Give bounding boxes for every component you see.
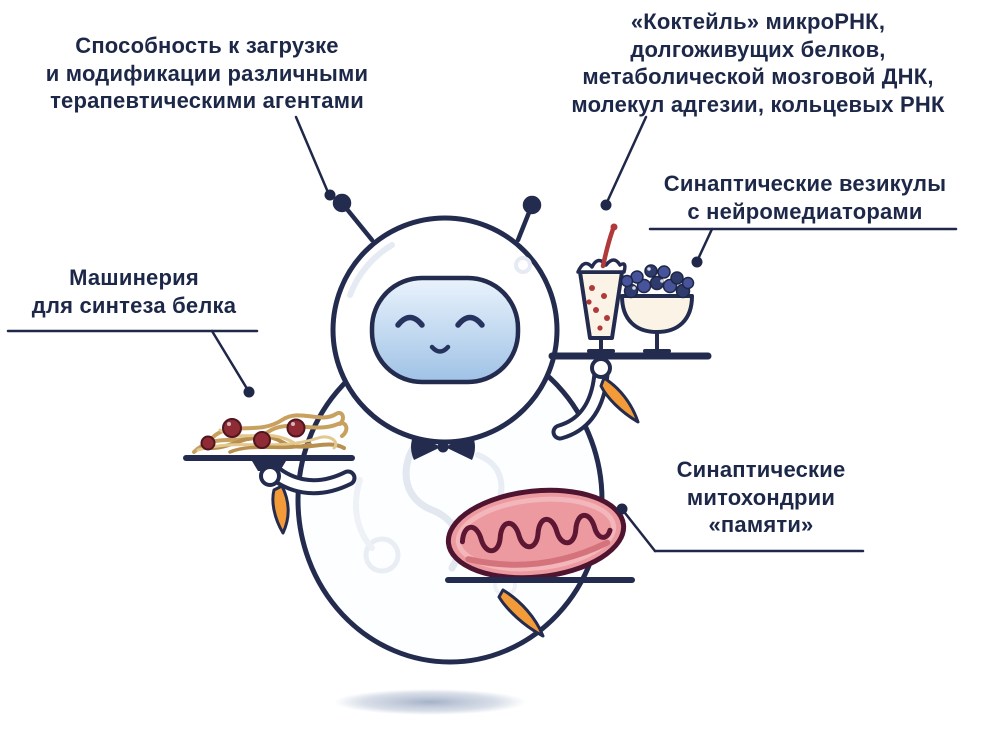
callout-memory-mitochondria-label: Синаптические митохондрии «памяти» (650, 456, 872, 539)
face (395, 314, 485, 354)
orange-fins (271, 376, 640, 638)
dot-therapeutic (324, 189, 336, 201)
cocktail-sprinkles (586, 285, 610, 331)
spaghetti-plate-icon (183, 411, 355, 487)
callout-line-text: Синаптические (676, 457, 846, 482)
connector-therapeutic (294, 115, 329, 192)
callout-synaptic-vesicles-label: Синаптические везикулы с нейромедиаторам… (642, 170, 968, 225)
antennae (332, 193, 542, 243)
connector-vesicles (697, 227, 714, 259)
callout-line-text: Способность к загрузке (75, 33, 339, 58)
callout-line-text: долгоживущих белков, (630, 36, 886, 62)
right-hand-glove (590, 357, 612, 379)
vesicle-berries (620, 264, 695, 299)
cocktail-glass-icon (576, 223, 627, 353)
fin-right-icon (599, 376, 640, 424)
robot-right-arm (551, 365, 610, 441)
left-eye-icon (395, 314, 425, 328)
berry-highlights (632, 267, 664, 290)
callout-line-text: Машинерия (69, 265, 199, 290)
callout-line-text: с нейромедиаторами (687, 198, 923, 224)
callout-dots (243, 189, 703, 515)
callout-line-text: молекул адгезии, кольцевых РНК (571, 92, 945, 118)
robot-head (330, 193, 560, 445)
fin-bottom-icon (497, 588, 545, 638)
floor-shadow (334, 689, 526, 715)
smile-icon (429, 344, 451, 354)
callout-line-text: Синаптические везикулы (663, 171, 947, 196)
callout-line-text: «памяти» (708, 512, 814, 538)
callout-protein-machinery-label: Машинерия для синтеза белка (2, 264, 266, 319)
connector-cocktail (606, 115, 648, 202)
callout-mirna-cocktail-label: «Коктейль» микроРНК, долгоживущих белков… (528, 8, 988, 119)
dot-mito (616, 503, 628, 515)
callout-line-text: терапевтическими агентами (50, 88, 364, 114)
callout-line-text: метаболической мозговой ДНК, (582, 64, 934, 90)
callout-line-text: и модификации различными (45, 60, 369, 86)
callout-line-text: для синтеза белка (31, 292, 237, 318)
meatball-highlights (227, 422, 295, 426)
face-visor (369, 275, 521, 385)
robot-left-arm (267, 465, 357, 496)
connector-machinery (210, 329, 248, 389)
mitochondria-icon (445, 487, 635, 583)
fin-left-icon (271, 484, 290, 535)
callout-line-text: «Коктейль» микроРНК, (630, 9, 886, 34)
left-hand-glove (259, 465, 281, 487)
head-sketch-lines (347, 242, 532, 298)
callout-therapeutic-agents-label: Способность к загрузке и модификации раз… (8, 32, 406, 115)
callout-connectors (6, 115, 958, 553)
dot-machinery (243, 386, 255, 398)
connector-mito (623, 511, 657, 553)
dot-cocktail (600, 199, 612, 211)
right-eye-icon (455, 314, 485, 328)
callout-line-text: митохондрии (686, 484, 836, 510)
dot-vesicles (691, 256, 703, 268)
vesicle-bowl-icon (620, 264, 695, 353)
